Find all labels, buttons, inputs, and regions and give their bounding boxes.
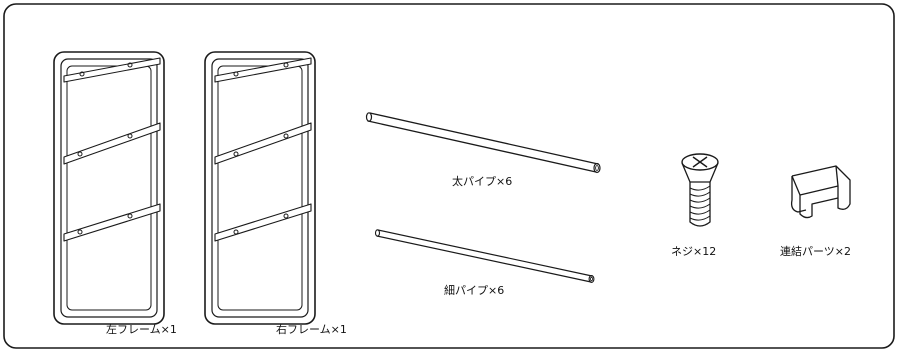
thick-pipe-illustration bbox=[365, 112, 601, 174]
thin-pipe-label: 細パイプ×6 bbox=[444, 284, 505, 297]
thick-pipe-label: 太パイプ×6 bbox=[452, 175, 513, 188]
screw-illustration bbox=[681, 153, 719, 227]
connector-part-label: 連結パーツ×2 bbox=[780, 245, 851, 258]
right-frame-label: 右フレーム×1 bbox=[276, 323, 347, 336]
connector-part-illustration bbox=[790, 165, 851, 219]
left-frame-label: 左フレーム×1 bbox=[106, 323, 177, 336]
thin-pipe-illustration bbox=[374, 229, 595, 283]
diagram-border bbox=[3, 3, 895, 349]
screw-label: ネジ×12 bbox=[671, 245, 717, 258]
right-frame-illustration bbox=[204, 51, 316, 325]
left-frame-illustration bbox=[53, 51, 165, 325]
